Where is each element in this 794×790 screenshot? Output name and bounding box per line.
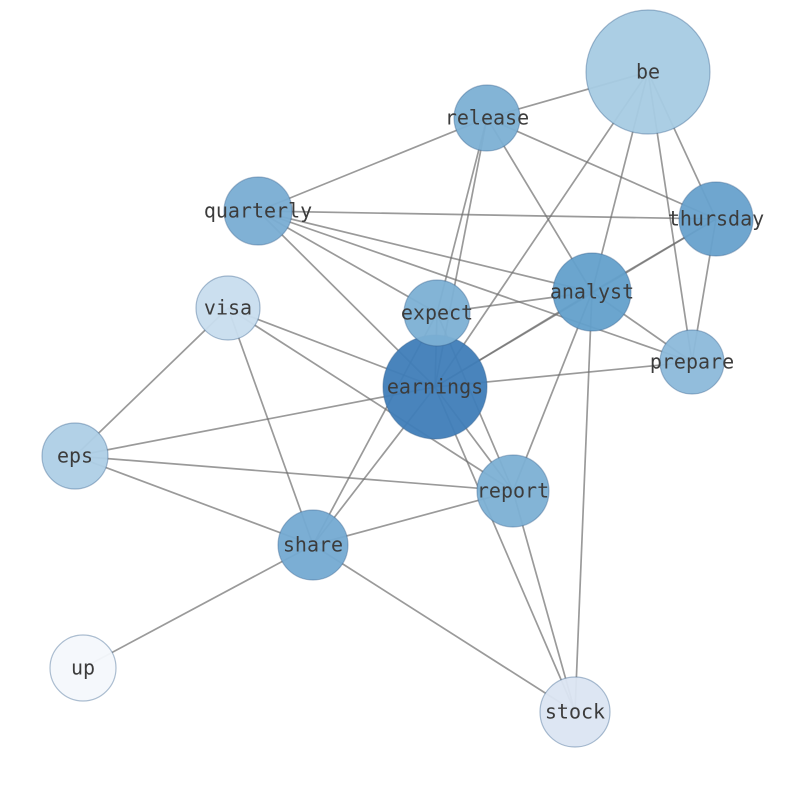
node-share: share bbox=[277, 509, 349, 581]
node-label-up: up bbox=[71, 656, 95, 680]
node-circle-visa bbox=[195, 275, 261, 341]
edge-release-thursday bbox=[486, 117, 717, 220]
node-label-thursday: thursday bbox=[668, 207, 764, 231]
edge-quarterly-thursday bbox=[257, 210, 717, 220]
node-circle-stock bbox=[539, 676, 611, 748]
edge-report-stock bbox=[512, 490, 576, 713]
node-circle-eps bbox=[41, 422, 109, 490]
edge-release-expect bbox=[436, 117, 488, 314]
node-be: be bbox=[585, 9, 711, 135]
edge-quarterly-prepare bbox=[257, 210, 693, 363]
edge-earnings-stock bbox=[434, 386, 576, 713]
node-label-visa: visa bbox=[204, 296, 252, 320]
edge-eps-report bbox=[74, 455, 514, 492]
node-earnings: earnings bbox=[382, 334, 488, 440]
node-report: report bbox=[476, 454, 550, 528]
node-label-report: report bbox=[477, 479, 549, 503]
node-label-release: release bbox=[445, 106, 529, 130]
node-layer: be release quarterly thursday visa prepare ana… bbox=[41, 9, 764, 748]
node-label-be: be bbox=[636, 60, 660, 84]
node-circle-analyst bbox=[552, 252, 632, 332]
node-quarterly: quarterly bbox=[204, 176, 312, 246]
edge-visa-share bbox=[227, 307, 314, 546]
node-stock: stock bbox=[539, 676, 611, 748]
node-thursday: thursday bbox=[668, 181, 764, 257]
edge-release-quarterly bbox=[257, 117, 488, 212]
node-label-quarterly: quarterly bbox=[204, 199, 312, 223]
edge-quarterly-analyst bbox=[257, 210, 593, 293]
edge-share-stock bbox=[312, 544, 576, 713]
edge-eps-share bbox=[74, 455, 314, 546]
node-label-eps: eps bbox=[57, 444, 93, 468]
node-circle-report bbox=[476, 454, 550, 528]
edge-visa-eps bbox=[74, 307, 229, 457]
edge-analyst-stock bbox=[574, 291, 593, 713]
node-circle-thursday bbox=[678, 181, 754, 257]
node-label-earnings: earnings bbox=[387, 375, 483, 399]
node-circle-be bbox=[585, 9, 711, 135]
node-circle-prepare bbox=[659, 329, 725, 395]
node-eps: eps bbox=[41, 422, 109, 490]
node-visa: visa bbox=[195, 275, 261, 341]
node-prepare: prepare bbox=[650, 329, 734, 395]
node-circle-release bbox=[453, 84, 521, 152]
node-expect: expect bbox=[401, 279, 473, 347]
node-label-stock: stock bbox=[545, 700, 605, 724]
node-analyst: analyst bbox=[550, 252, 634, 332]
node-circle-share bbox=[277, 509, 349, 581]
edge-quarterly-expect bbox=[257, 210, 438, 314]
node-release: release bbox=[445, 84, 529, 152]
node-circle-up bbox=[49, 634, 117, 702]
edge-share-up bbox=[82, 544, 314, 669]
node-label-prepare: prepare bbox=[650, 350, 734, 374]
node-circle-quarterly bbox=[223, 176, 293, 246]
node-up: up bbox=[49, 634, 117, 702]
node-circle-expect bbox=[403, 279, 471, 347]
node-label-expect: expect bbox=[401, 301, 473, 325]
edge-be-earnings bbox=[434, 71, 649, 388]
node-label-analyst: analyst bbox=[550, 280, 634, 304]
node-label-share: share bbox=[283, 533, 343, 557]
edge-earnings-eps bbox=[74, 386, 436, 457]
